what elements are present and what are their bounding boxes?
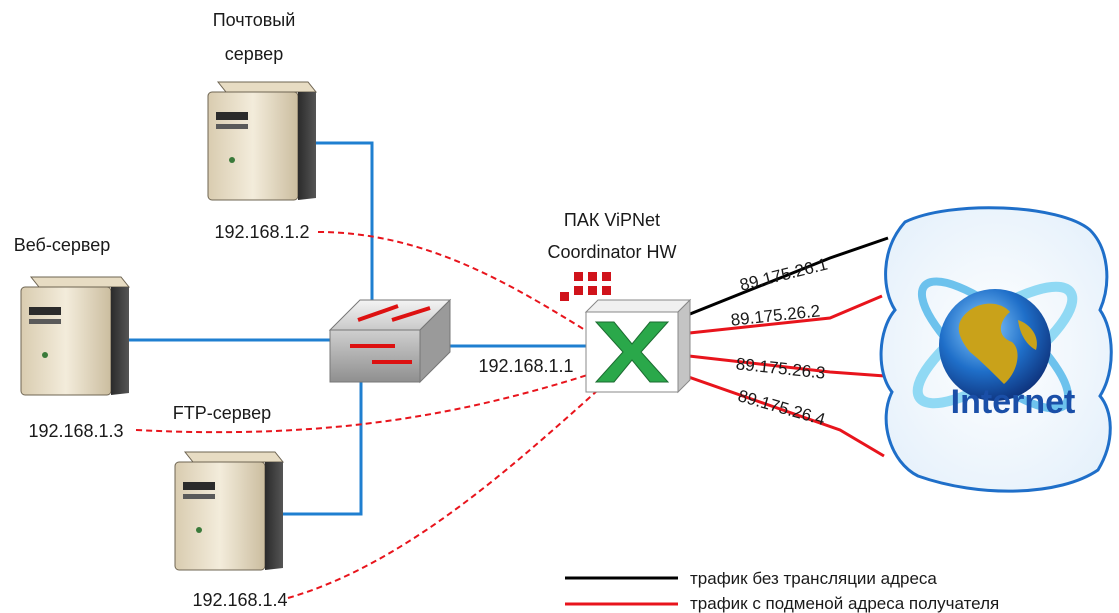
external-links [679, 236, 889, 458]
internet-label: Internet [951, 383, 1076, 421]
mail-server [207, 81, 318, 201]
ftp-server [174, 451, 285, 571]
ext-link-3 [679, 353, 886, 378]
vipnet-logo-icon [560, 272, 611, 301]
external-ip-3: 89.175.26.3 [735, 354, 826, 382]
mail-server-title-line1: Почтовый [213, 10, 296, 30]
mail-server-title-line2: сервер [225, 44, 283, 64]
link-ftp-switch [270, 375, 363, 516]
mail-server-ip: 192.168.1.2 [214, 222, 309, 242]
link-mail-switch [313, 141, 374, 316]
external-ip-2: 89.175.26.2 [730, 301, 821, 329]
coordinator-title-line1: ПАК ViPNet [564, 210, 660, 230]
legend-label-nat: трафик с подменой адреса получателя [690, 594, 999, 613]
ext-link-2 [679, 294, 883, 336]
lan-links [127, 141, 586, 516]
web-server [20, 276, 131, 396]
nat-path-web [135, 364, 619, 434]
ext-link-1 [679, 236, 889, 320]
ftp-server-ip: 192.168.1.4 [192, 590, 287, 610]
nat-traffic-paths [135, 231, 633, 599]
web-server-title: Веб-сервер [14, 235, 111, 255]
switch-arrows-icon [350, 304, 431, 364]
internet-cloud: Internet [879, 206, 1113, 493]
nat-path-mail [317, 231, 599, 339]
coordinator-x-icon [594, 321, 670, 383]
coordinator-title-line2: Coordinator HW [547, 242, 676, 262]
network-switch [328, 298, 452, 384]
web-server-ip: 192.168.1.3 [28, 421, 123, 441]
legend-label-plain: трафик без трансляции адреса [690, 569, 937, 588]
coordinator-inner-ip: 192.168.1.1 [478, 356, 573, 376]
legend: трафик без трансляции адреса трафик с по… [565, 569, 999, 613]
ext-link-4 [679, 372, 885, 458]
ftp-server-title: FTP-сервер [173, 403, 271, 423]
coordinator-device [560, 272, 692, 394]
globe-icon [912, 277, 1078, 413]
nat-path-ftp [287, 359, 633, 599]
external-ip-4: 89.175.26.4 [736, 386, 828, 429]
external-ip-1: 89.175.26.1 [738, 255, 830, 295]
